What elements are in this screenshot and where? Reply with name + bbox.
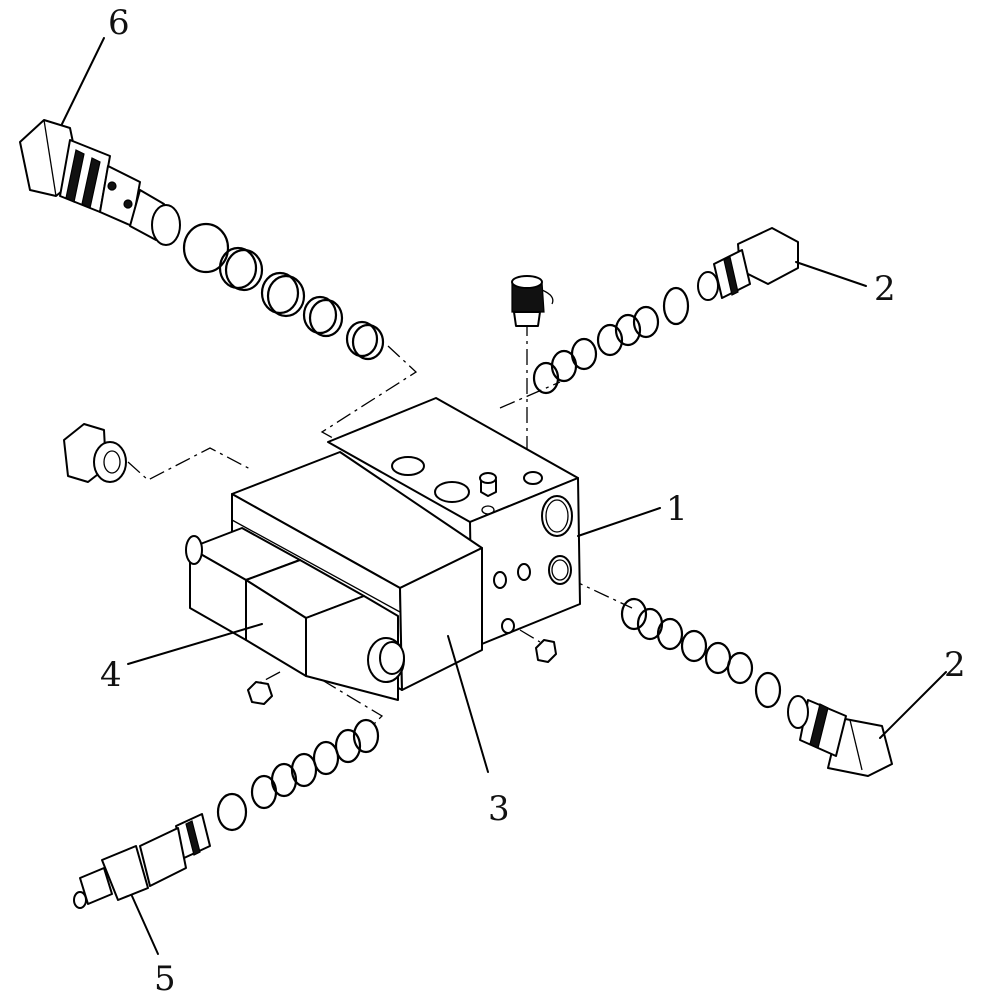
centerlines (127, 320, 633, 727)
seal-rings-upper-right (532, 305, 660, 395)
plug-left (63, 423, 127, 483)
cartridge-upper-right (532, 227, 799, 395)
nut-left (247, 681, 273, 705)
nut-right (535, 639, 557, 663)
callout-adjustable-valve: 5 (154, 959, 176, 999)
callout-solenoid-housing: 3 (488, 789, 510, 829)
coil-stack (185, 527, 405, 701)
valve-block (327, 397, 581, 649)
callout-cartridge-upper-right: 2 (874, 269, 896, 309)
callout-coil-stack: 4 (100, 655, 122, 695)
leader-lines (61, 37, 947, 955)
seal-rings-lower-left (216, 718, 380, 832)
relief-cartridge (19, 119, 385, 361)
seal-rings-upper-left (218, 246, 385, 361)
callout-relief-cartridge: 6 (108, 3, 130, 43)
cartridge-lower-right (620, 597, 893, 777)
callout-labels: 6 2 1 2 3 4 5 (100, 3, 966, 999)
test-port-fitting (511, 275, 554, 327)
seal-rings-lower-right (620, 597, 754, 685)
adjustable-valve (73, 718, 380, 909)
callout-cartridge-lower-right: 2 (944, 645, 966, 685)
callout-valve-block: 1 (666, 489, 688, 529)
